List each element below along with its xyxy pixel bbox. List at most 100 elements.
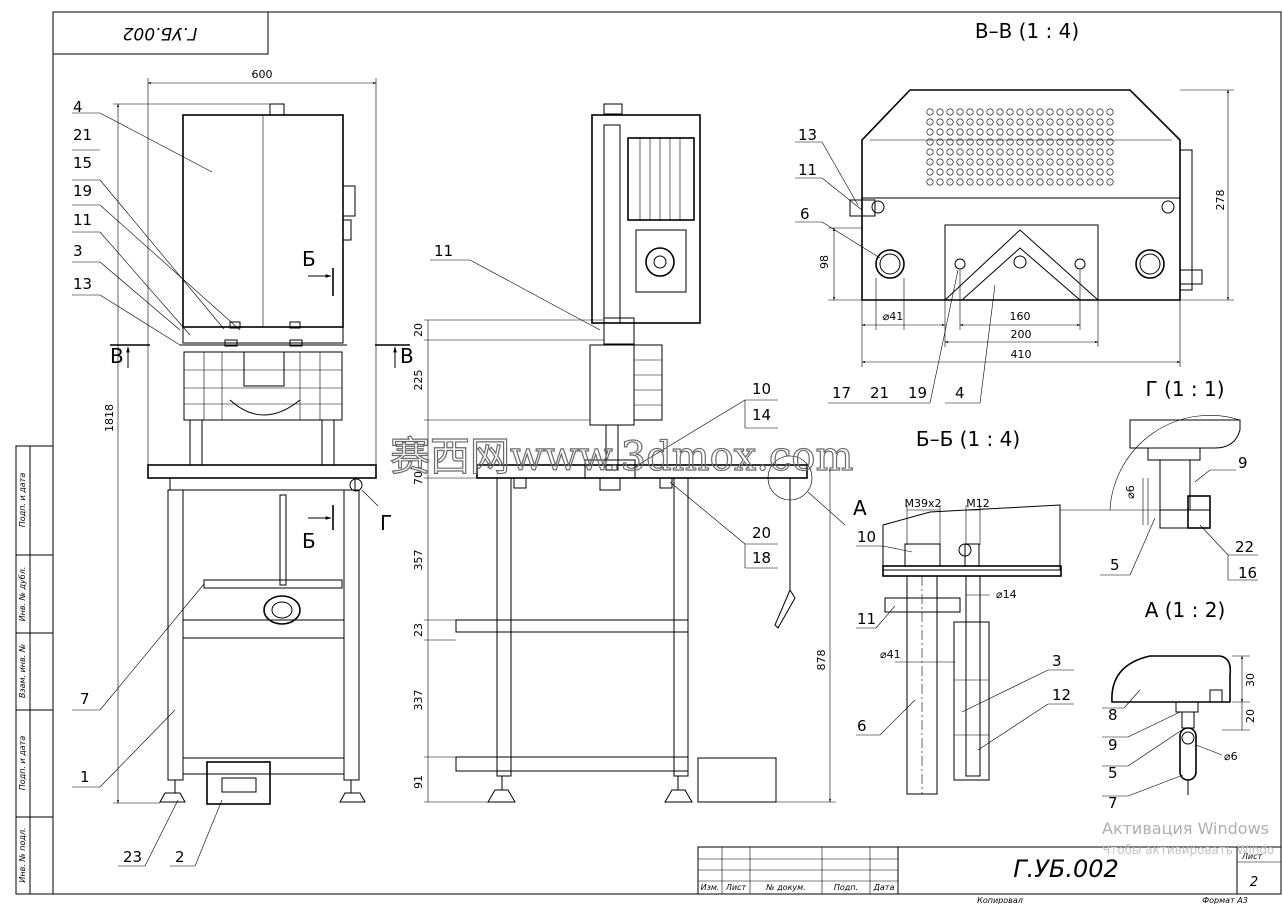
perforation-hole xyxy=(936,108,944,116)
dim-a-30: 30 xyxy=(1244,673,1257,687)
perforation-hole xyxy=(936,178,944,186)
perforation-hole xyxy=(1096,178,1104,186)
pos-a-5: 5 xyxy=(1108,764,1118,782)
perforation-hole xyxy=(1106,168,1114,176)
perforation-hole xyxy=(1066,108,1074,116)
pos-a-7: 7 xyxy=(1108,794,1118,812)
perforation-hole xyxy=(986,148,994,156)
perforation-hole xyxy=(986,138,994,146)
dim-bb-m39: M39x2 xyxy=(905,497,942,510)
front-view: 600 1818 В В Б Б Г xyxy=(72,68,414,867)
dim-vv-98: 98 xyxy=(818,255,831,269)
pos-a-8: 8 xyxy=(1108,706,1118,724)
title-a: А (1 : 2) xyxy=(1145,598,1226,622)
section-vv: В–В (1 : 4) 278 98 ⌀41 1 xyxy=(795,19,1234,404)
perforation-hole xyxy=(1106,178,1114,186)
perforation-hole xyxy=(1056,148,1064,156)
perforation-hole xyxy=(1066,118,1074,126)
dim-vv-410: 410 xyxy=(1011,348,1032,361)
perforation-hole xyxy=(1026,178,1034,186)
pedal-side xyxy=(697,757,777,803)
perforation-hole xyxy=(1066,128,1074,136)
perforation-hole xyxy=(1016,118,1024,126)
perforation-hole xyxy=(986,178,994,186)
side-stamp-1: Подп. и дата xyxy=(18,473,27,528)
perforation-hole xyxy=(996,108,1004,116)
perforation-hole xyxy=(976,138,984,146)
perforation-hole xyxy=(1036,108,1044,116)
perforation-hole xyxy=(976,118,984,126)
dim-bb-d41: ⌀41 xyxy=(880,648,901,661)
perforation-hole xyxy=(1026,138,1034,146)
perforation-hole xyxy=(986,158,994,166)
perforation-hole xyxy=(926,148,934,156)
perforation-hole xyxy=(976,128,984,136)
perforation-hole xyxy=(1016,138,1024,146)
side-stamp-5: Инв. № подл. xyxy=(18,827,27,882)
perforation-hole xyxy=(946,138,954,146)
cut-b-top: Б xyxy=(302,247,316,271)
pos-vv-6: 6 xyxy=(800,205,810,223)
perforation-hole xyxy=(986,168,994,176)
pos-a-9: 9 xyxy=(1108,736,1118,754)
pos-g-9: 9 xyxy=(1238,454,1248,472)
perforation-hole xyxy=(946,148,954,156)
pos-front-19: 19 xyxy=(73,182,92,200)
dim-side-23: 23 xyxy=(412,623,425,637)
side-view: 20 225 70 357 23 337 91 878 А 11 10 14 2… xyxy=(412,103,867,803)
pos-front-15: 15 xyxy=(73,154,92,172)
perforation-hole xyxy=(1096,138,1104,146)
perforation-hole xyxy=(1086,158,1094,166)
pos-g-22: 22 xyxy=(1235,538,1254,556)
perforation-hole xyxy=(1026,158,1034,166)
perforation-hole xyxy=(1076,138,1084,146)
dim-bb-d14: ⌀14 xyxy=(996,588,1017,601)
side-stamp-2: Инв. № дубл. xyxy=(18,567,27,622)
perforation-hole xyxy=(996,138,1004,146)
perforation-hole xyxy=(1056,108,1064,116)
tb-header-doc: № докум. xyxy=(765,883,805,892)
perforation-hole xyxy=(996,158,1004,166)
detail-g-letter: Г xyxy=(380,511,392,535)
perforation-hole xyxy=(1076,178,1084,186)
pos-vv-17: 17 xyxy=(832,384,851,402)
side-stamp: Подп. и дата Инв. № дубл. Взам. инв. № П… xyxy=(15,445,54,895)
perforation-hole xyxy=(1046,178,1054,186)
dim-side-225: 225 xyxy=(412,370,425,391)
perforation-hole xyxy=(1096,168,1104,176)
corner-stamp-box xyxy=(52,11,269,55)
tb-designation: Г.УБ.002 xyxy=(1013,855,1119,883)
dim-vv-160: 160 xyxy=(1010,310,1031,323)
dim-side-91: 91 xyxy=(412,775,425,789)
perforation-hole xyxy=(976,158,984,166)
perforation-hole xyxy=(956,108,964,116)
perforation-hole xyxy=(946,158,954,166)
perforation-grid xyxy=(926,108,1114,186)
perforation-hole xyxy=(1086,168,1094,176)
perforation-hole xyxy=(946,118,954,126)
tb-header-sign: Подп. xyxy=(834,883,858,892)
pos-bb-6: 6 xyxy=(857,717,867,735)
perforation-hole xyxy=(926,118,934,126)
side-stamp-3: Взам. инв. № xyxy=(18,644,27,698)
perforation-hole xyxy=(1086,108,1094,116)
tb-header-list: Лист xyxy=(725,883,747,892)
perforation-hole xyxy=(1106,158,1114,166)
perforation-hole xyxy=(966,158,974,166)
pos-front-2: 2 xyxy=(175,848,185,866)
perforation-hole xyxy=(996,148,1004,156)
perforation-hole xyxy=(1096,158,1104,166)
perforation-hole xyxy=(1036,148,1044,156)
perforation-hole xyxy=(1006,178,1014,186)
perforation-hole xyxy=(1066,178,1074,186)
perforation-hole xyxy=(966,168,974,176)
perforation-hole xyxy=(1006,148,1014,156)
title-vv: В–В (1 : 4) xyxy=(975,19,1079,43)
perforation-hole xyxy=(1046,108,1054,116)
perforation-hole xyxy=(1096,128,1104,136)
perforation-hole xyxy=(976,168,984,176)
perforation-hole xyxy=(1056,168,1064,176)
perforation-hole xyxy=(966,128,974,136)
pos-bb-11: 11 xyxy=(857,610,876,628)
detail-a-letter: А xyxy=(853,496,867,520)
